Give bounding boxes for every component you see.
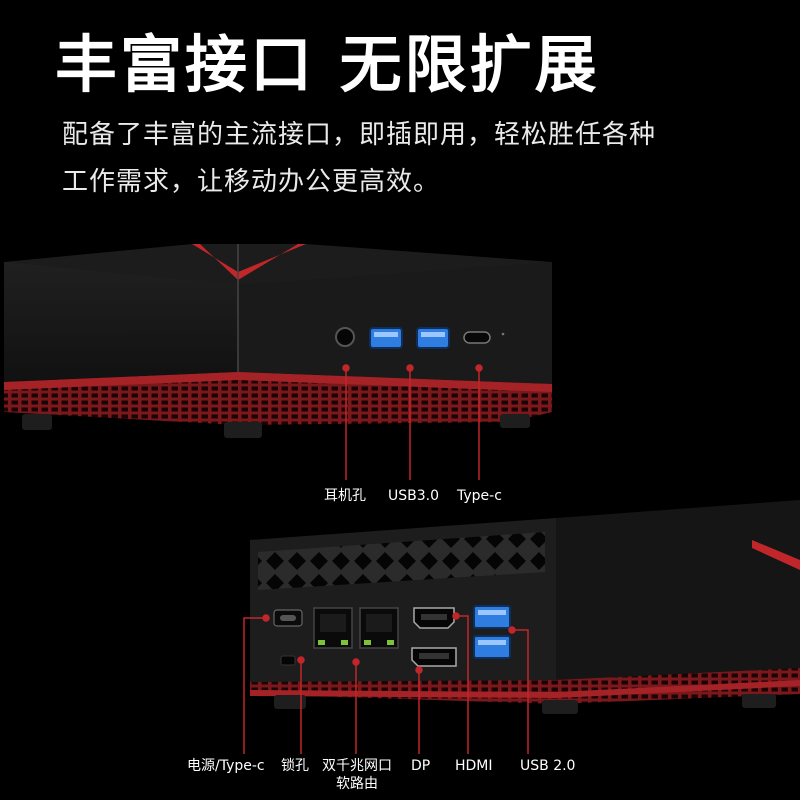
pointer-dot xyxy=(475,364,483,372)
description-line-1: 配备了丰富的主流接口，即插即用，轻松胜任各种 xyxy=(62,120,657,150)
usb-tongue xyxy=(478,610,506,615)
lan-port-icon xyxy=(359,607,399,649)
pointer-dot xyxy=(415,666,423,674)
usb3-port-tongue xyxy=(421,332,445,337)
usb3-port-tongue xyxy=(374,332,398,337)
label-lan-2: 软路由 xyxy=(336,776,378,792)
description-line-2: 工作需求，让移动办公更高效。 xyxy=(62,167,441,197)
pointer-dot xyxy=(342,364,350,372)
label-lock: 锁孔 xyxy=(281,758,309,774)
label-typec: Type-c xyxy=(457,488,502,504)
front-device-left-face xyxy=(4,262,238,382)
label-usb3: USB3.0 xyxy=(388,488,440,504)
dp-inner xyxy=(419,653,449,659)
usb2-port-icon xyxy=(473,605,511,629)
red-v-accent xyxy=(192,244,306,280)
front-foot xyxy=(22,414,52,430)
front-foot xyxy=(500,414,530,428)
front-view-device xyxy=(4,244,552,480)
rear-foot xyxy=(274,695,306,709)
indicator-led xyxy=(501,332,505,336)
front-foot xyxy=(224,422,262,438)
label-lan-1: 双千兆网口 xyxy=(322,758,392,774)
pointer-dot xyxy=(262,614,270,622)
pointer-dot xyxy=(452,612,460,620)
power-pointer-line xyxy=(243,617,266,754)
rear-foot xyxy=(742,694,776,708)
lock-hole-icon xyxy=(280,655,296,666)
usb3-port-icon xyxy=(416,327,450,349)
usb2-port-icon xyxy=(473,635,511,659)
page-title: 丰富接口 无限扩展 xyxy=(55,28,600,101)
pointer-dot xyxy=(297,656,305,664)
hdmi-pointer-line xyxy=(456,615,469,754)
front-device-right-face xyxy=(238,262,552,384)
rear-vent-mesh xyxy=(258,532,545,590)
rear-red-base-rim xyxy=(250,680,800,698)
pointer-dot xyxy=(508,626,516,634)
pointer-dot xyxy=(406,364,414,372)
lan-port-icon xyxy=(313,607,353,649)
typec-port-icon xyxy=(463,331,491,344)
hdmi-inner xyxy=(421,614,447,620)
label-hdmi: HDMI xyxy=(455,758,493,774)
label-dp: DP xyxy=(411,758,431,774)
label-usb2: USB 2.0 xyxy=(520,758,576,774)
label-headphone: 耳机孔 xyxy=(324,488,366,504)
usb2-pointer-line xyxy=(512,629,529,754)
usb3-port-icon xyxy=(369,327,403,349)
usb-tongue xyxy=(478,640,506,645)
label-power-typec: 电源/Type-c xyxy=(187,758,265,774)
front-red-base-rim xyxy=(4,372,552,392)
headphone-jack-icon xyxy=(335,327,355,347)
rear-device-side xyxy=(556,500,800,694)
rear-foot xyxy=(542,700,578,714)
typec-inner xyxy=(280,615,296,621)
rear-view-device xyxy=(243,500,800,754)
pointer-dot xyxy=(352,658,360,666)
rear-red-stripe xyxy=(752,540,800,570)
